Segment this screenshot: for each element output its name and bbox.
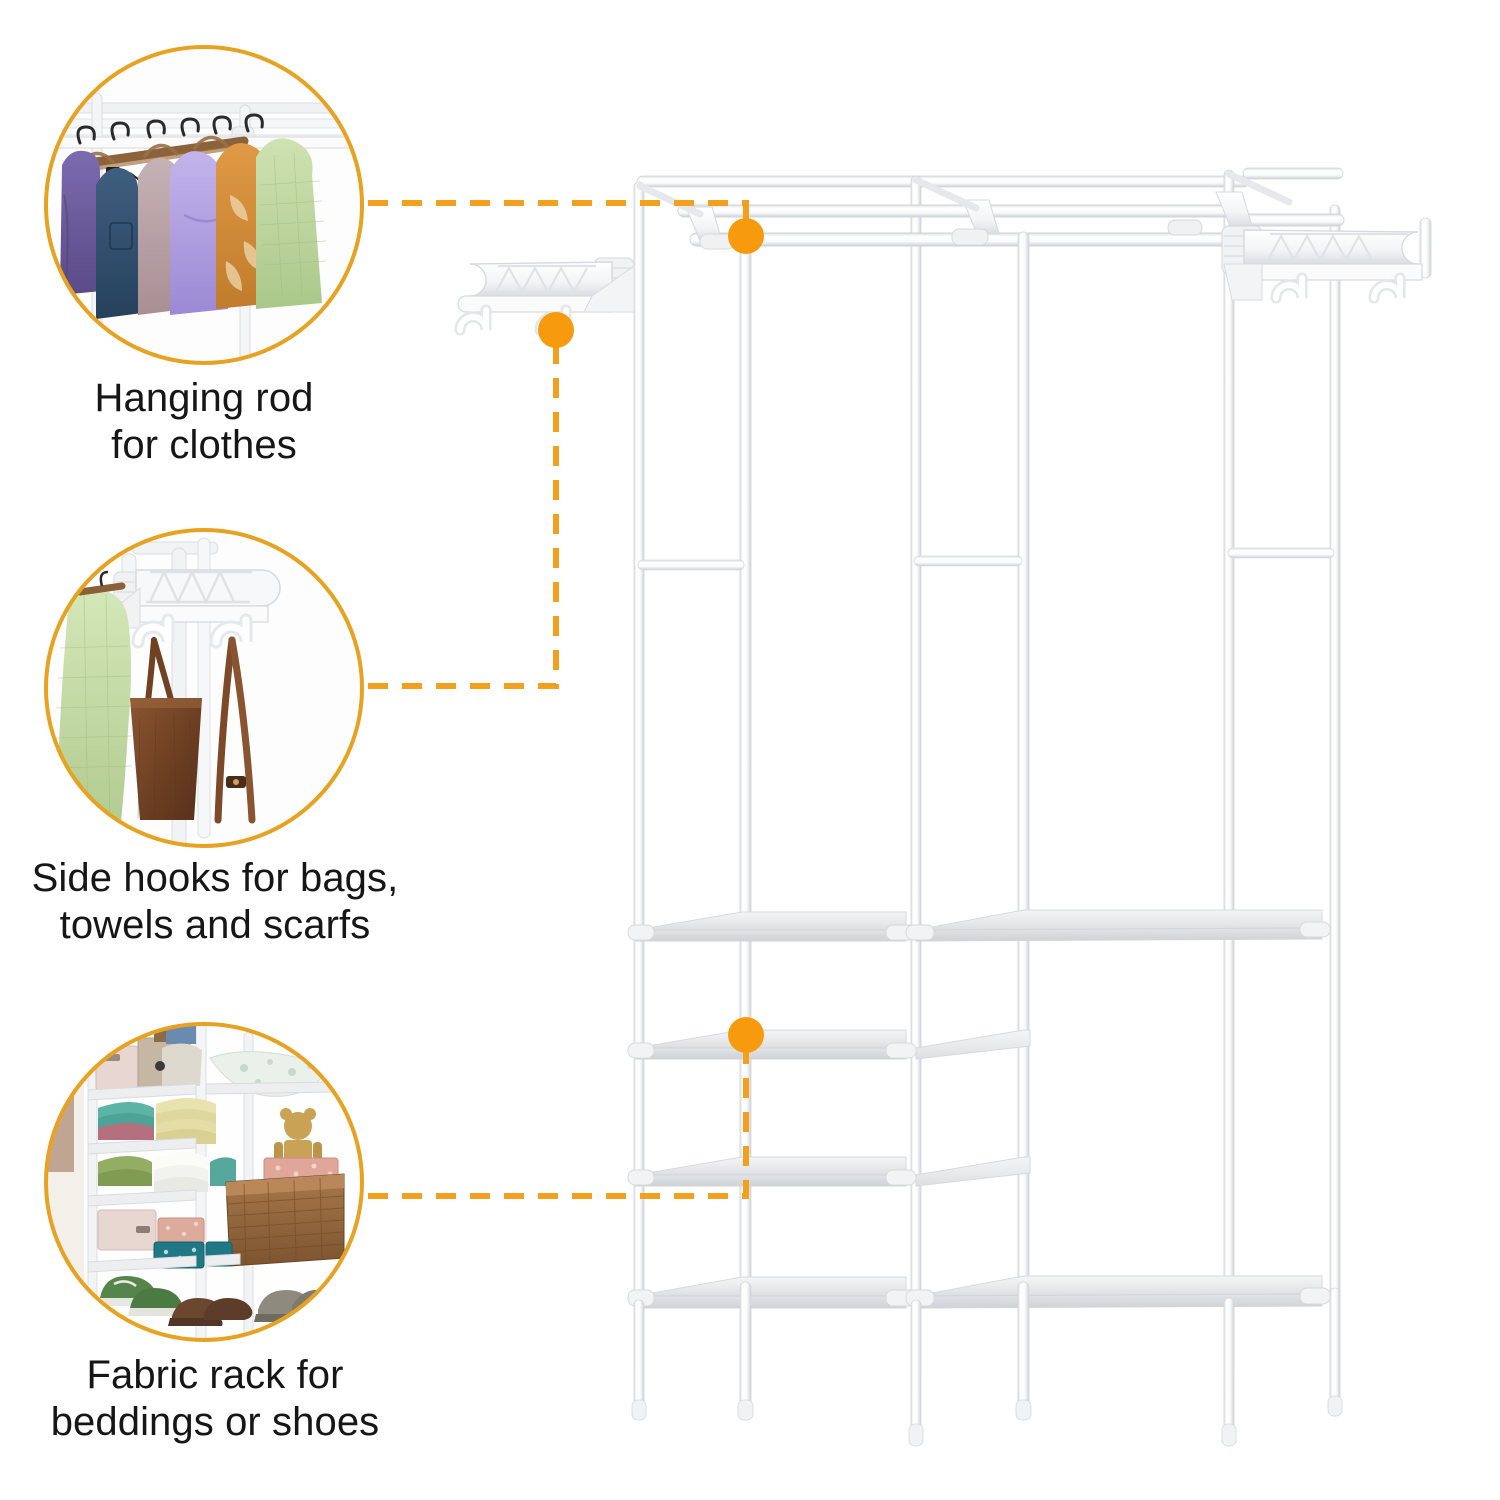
callout-photo-fabric-rack xyxy=(44,1022,364,1342)
fabric-shelf-1 xyxy=(627,911,917,942)
feature-caption-side-hooks: Side hooks for bags, towels and scarfs xyxy=(31,856,399,948)
callout-photo-side-hooks xyxy=(44,528,364,848)
callout-connectors xyxy=(368,200,749,1199)
callout-dot-fabric-rack xyxy=(728,1017,764,1053)
callout-target-dots xyxy=(538,218,764,1053)
rack-cross-bars xyxy=(637,547,1335,571)
photo-fabric-rack xyxy=(44,1022,364,1342)
rack-front-posts xyxy=(739,217,1432,1421)
connector-hanging-rod xyxy=(368,200,749,236)
fabric-shelf-4 xyxy=(627,1276,917,1309)
top-hanging-rod xyxy=(636,170,1345,250)
fabric-shelf-2 xyxy=(627,1029,1031,1060)
right-side-hook-bracket xyxy=(1221,225,1423,304)
connector-side-hooks xyxy=(368,330,559,689)
right-lower-shelf xyxy=(905,1275,1331,1309)
fabric-shelf-3 xyxy=(627,1156,1031,1187)
callout-dot-side-hooks xyxy=(538,312,574,348)
callout-dot-hanging-rod xyxy=(728,218,764,254)
connector-fabric-rack xyxy=(368,1035,749,1199)
callout-photo-hanging-rod xyxy=(44,45,364,365)
rack-back-frame xyxy=(633,167,1344,1401)
right-upper-shelf xyxy=(905,909,1331,942)
photo-side-hooks xyxy=(44,528,364,848)
feature-caption-fabric-rack: Fabric rack for beddings or shoes xyxy=(50,1353,380,1445)
rack-legs xyxy=(631,1281,1343,1447)
feature-caption-hanging-rod: Hanging rod for clothes xyxy=(94,376,314,468)
photo-hanging-rod xyxy=(44,45,364,365)
